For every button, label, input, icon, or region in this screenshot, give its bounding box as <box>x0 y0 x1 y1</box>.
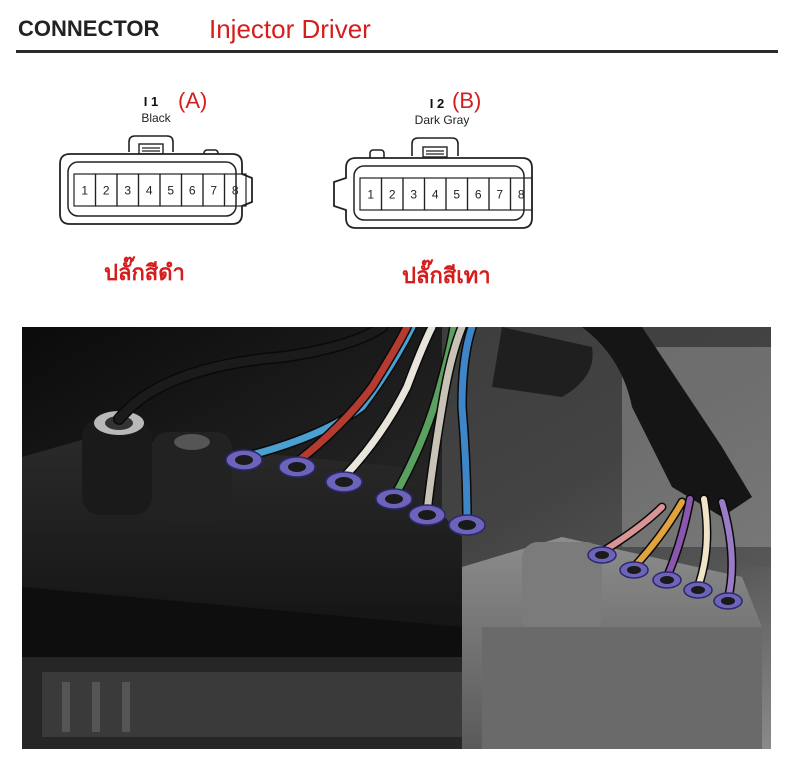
connector-b-pin-number: 6 <box>475 188 482 202</box>
connector-a-wire <box>423 327 466 516</box>
connector-a-pin-number: 5 <box>167 184 174 198</box>
connector-a-wire <box>458 327 476 526</box>
connector-a-pin-number: 2 <box>103 184 110 198</box>
connector-a-wire <box>293 327 411 466</box>
connector-b-pin-number: 4 <box>432 188 439 202</box>
connector-a-pin-number: 4 <box>146 184 153 198</box>
connector-b-wire <box>631 499 685 570</box>
connector-b-seal-hole <box>691 586 705 594</box>
connector-b-pin-cell <box>509 177 533 211</box>
connector-a-pin-number: 7 <box>210 184 217 198</box>
connector-b-wire <box>719 499 735 602</box>
connector-a-pin-number: 1 <box>81 184 88 198</box>
connector-b-pin-number: 1 <box>367 188 374 202</box>
connector-a-seal-hole <box>418 510 436 520</box>
connector-a-letter: (A) <box>178 88 208 113</box>
connector-b-seal-hole <box>721 597 735 605</box>
connector-b-seal-hole <box>627 566 641 574</box>
connector-b-pin-number: 2 <box>389 188 396 202</box>
header-title: CONNECTOR <box>18 16 160 41</box>
connector-b-pin-number: 3 <box>410 188 417 202</box>
connector-a-seal-hole <box>458 520 476 530</box>
header-rule <box>16 50 778 53</box>
connector-a-seal-hole <box>385 494 403 504</box>
connector-b-pin-number: 7 <box>496 188 503 202</box>
connector-a-seal-hole <box>335 477 353 487</box>
connector-b-wire <box>664 496 693 580</box>
connector-a-seal-hole <box>235 455 253 465</box>
connector-a-code: I 1 <box>143 94 159 109</box>
connector-b-thai-label: ปลั๊กสีเทา <box>402 264 491 289</box>
connector-b-seal-hole <box>660 576 674 584</box>
connector-photo <box>22 327 771 749</box>
connector-a-pin-number: 3 <box>124 184 131 198</box>
connector-a-seal-hole <box>288 462 306 472</box>
connector-a-wire <box>340 327 436 481</box>
header-subtitle: Injector Driver <box>209 14 371 44</box>
connector-a-thai-label: ปลั๊กสีดำ <box>104 261 185 286</box>
connector-b-color-name: Dark Gray <box>414 113 470 127</box>
connector-b-wire <box>695 496 710 590</box>
connector-a-pin-number: 8 <box>232 184 239 198</box>
connector-b-pin-number: 5 <box>453 188 460 202</box>
connector-b-seal-hole <box>595 551 609 559</box>
connector-a-pin-number: 6 <box>189 184 196 198</box>
connector-b-pin-number: 8 <box>518 188 525 202</box>
connector-a-color-name: Black <box>141 111 171 125</box>
connector-a-wire <box>114 327 387 424</box>
connector-a-pin-cell <box>223 173 247 207</box>
connector-b-code: I 2 <box>429 96 445 111</box>
connector-b-letter: (B) <box>452 88 482 113</box>
